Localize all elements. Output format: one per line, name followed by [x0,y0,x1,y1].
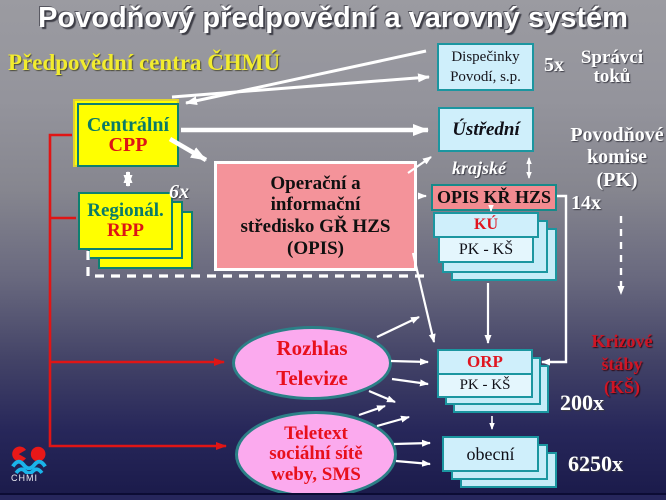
node-opis-gr-hzs: Operační a informační středisko GŘ HZS (… [214,161,417,271]
opis-kr-label: OPIS KŘ HZS [436,187,552,207]
cpp-label: CPP [108,134,148,156]
dispecinky-line1: Dispečinky [451,48,520,65]
label-povodnove-komise: Povodňové komise (PK) [567,124,666,191]
ustredni-label: Ústřední [452,118,520,140]
opis-line1: Operační a [270,172,361,194]
node-teletext-site-sms: Teletext sociální sítě weby, SMS [235,411,397,498]
node-regionalni-rpp: Regionál. RPP [78,192,173,250]
spravci-line1: Správci [580,47,644,68]
count-14x: 14x [571,192,601,214]
slide-bottom-edge [0,493,666,500]
node-rozhlas-televize: Rozhlas Televize [232,326,392,400]
node-obecni: obecní [442,436,539,472]
label-krajske: krajské [452,158,506,178]
centralni-label: Centrální [86,114,170,136]
opis-line3: středisko GŘ HZS [240,216,391,237]
node-orp-pk-ks: PK - KŠ [437,373,533,398]
opis-line2: informační [270,194,361,216]
pk-line3: (PK) [596,168,638,191]
node-ustredni: Ústřední [438,107,534,152]
ks-line1: Krizové [591,331,653,351]
slide-title: Povodňový předpovědní a varovný systém [38,2,628,34]
rozhlas-line1: Rozhlas [276,335,348,360]
rozhlas-line2: Televize [276,366,348,390]
pk-line2: komise [587,146,647,169]
count-6250x: 6250x [568,451,623,476]
node-ku-pk-ks: PK - KŠ [438,236,534,263]
dispecinky-line2: Povodí, s.p. [450,69,521,85]
ks-line3: (KŠ) [604,377,640,398]
chmi-logo-icon [11,446,47,474]
teletext-line1: Teletext [284,423,348,444]
label-spravci-toku: Správci toků [570,48,654,86]
pk-line1: Povodňové [570,124,664,146]
heading-predpovedni-centra: Předpovědní centra ČHMÚ [8,50,281,75]
spravci-line2: toků [593,66,631,87]
orp-label: ORP [467,352,503,371]
count-6x: 6x [169,181,189,203]
node-centralni-cpp: Centrální CPP [73,99,179,167]
regionalni-label: Regionál. [87,200,164,222]
opis-line4: (OPIS) [287,237,344,259]
node-ku: KÚ [433,212,539,238]
rpp-label: RPP [107,220,144,241]
obecni-label: obecní [466,443,515,464]
ku-label: KÚ [474,216,498,233]
orp-pk-ks-label: PK - KŠ [459,377,511,393]
count-5x: 5x [544,54,564,76]
node-orp: ORP [437,349,533,375]
ks-line2: štáby [601,354,643,375]
teletext-line3: weby, SMS [271,463,361,485]
node-dispecinky-povodi: Dispečinky Povodí, s.p. [437,43,534,91]
count-200x: 200x [560,390,604,415]
teletext-line2: sociální sítě [269,443,363,465]
label-krizove-staby: Krizové štáby (KŠ) [580,330,664,399]
chmi-logo-text: CHMI [11,473,38,483]
node-centralni-cpp-inner: Centrální CPP [77,103,179,167]
ku-pk-ks-label: PK - KŠ [458,240,514,258]
node-opis-kr-hzs: OPIS KŘ HZS [431,184,557,211]
